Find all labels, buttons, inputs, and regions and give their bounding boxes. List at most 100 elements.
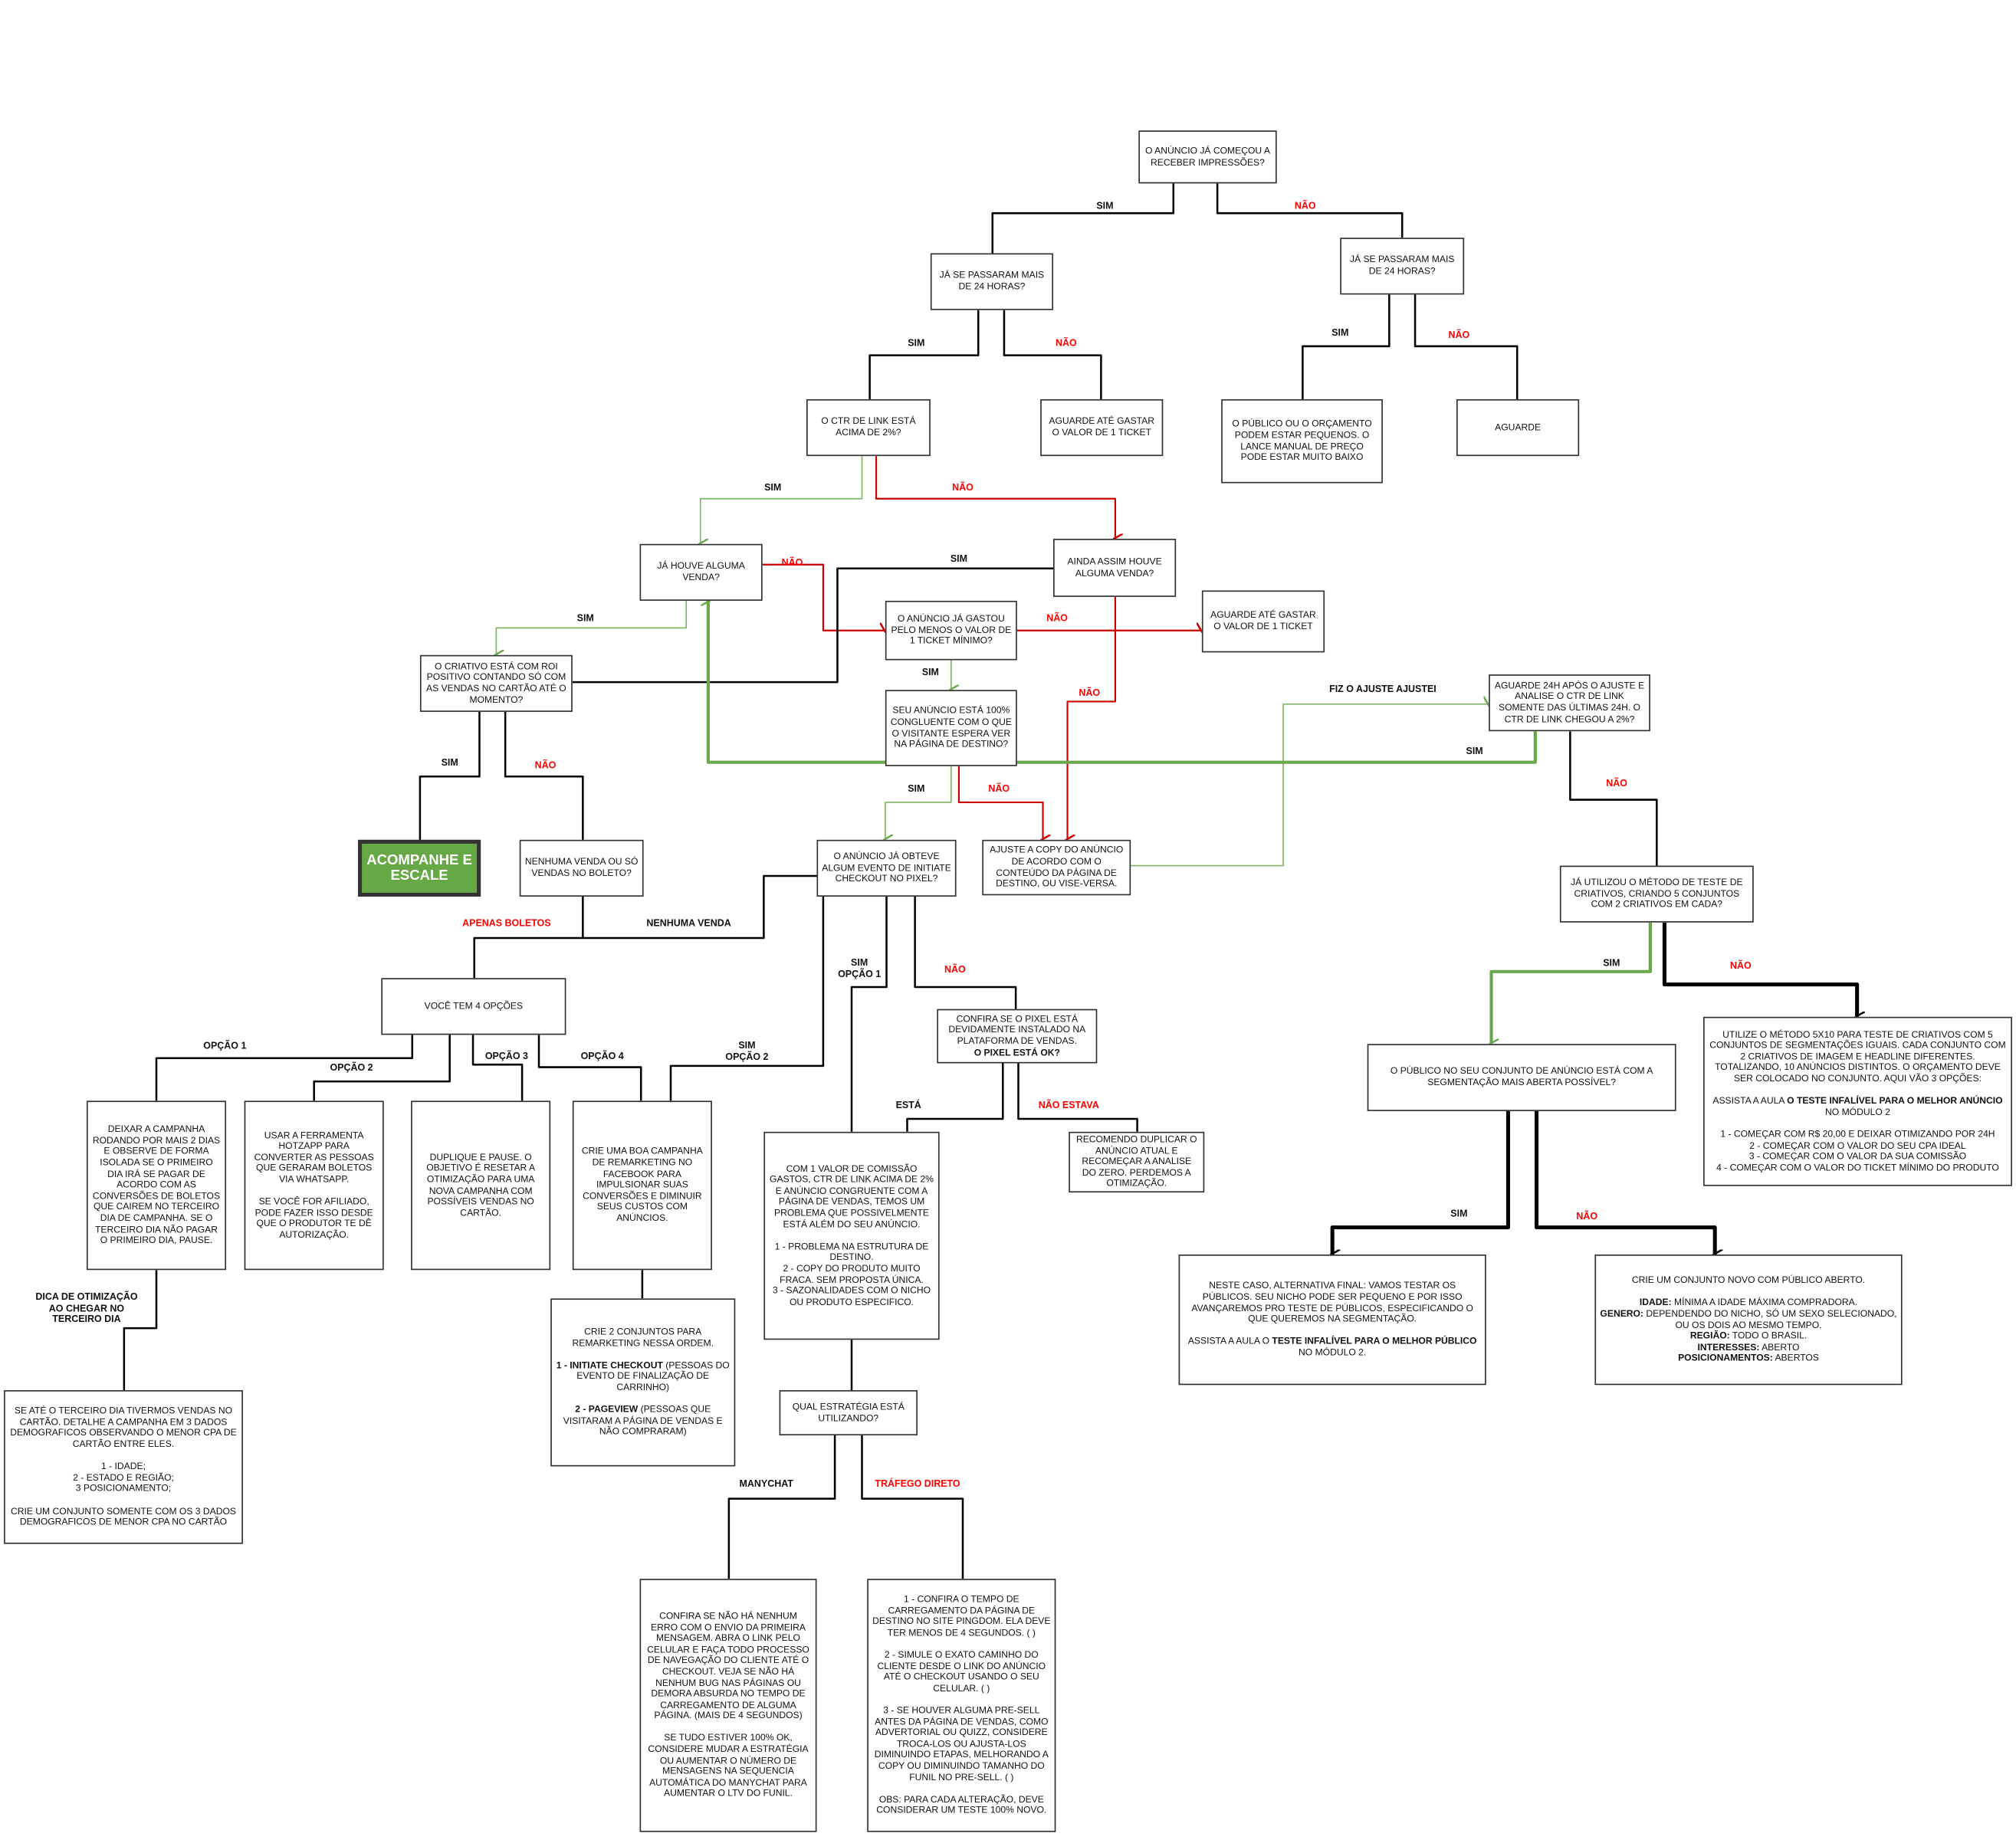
connector-arrow: [1535, 1110, 1716, 1255]
connector-line: [1302, 294, 1391, 399]
edge-label: NÃO: [1576, 1210, 1598, 1222]
node-text: CRIE 2 CONJUNTOS PARA REMARKETING NESSA …: [556, 1325, 730, 1438]
edge-label: SIM: [1096, 199, 1114, 212]
node-text: CRIE UM CONJUNTO NOVO COM PÚBLICO ABERTO…: [1600, 1274, 1897, 1364]
node-q-checkout: O ANÚNCIO JÁ OBTEVE ALGUM EVENTO DE INIT…: [816, 839, 957, 897]
node-q-24h-nao: JÁ SE PASSARAM MAIS DE 24 HORAS?: [1340, 238, 1465, 295]
node-text: COM 1 VALOR DE COMISSÃO GASTOS, CTR DE L…: [770, 1162, 934, 1307]
connector-line: [572, 567, 1054, 684]
node-aguarde-ticket-1: AGUARDE ATÉ GASTAR O VALOR DE 1 TICKET: [1040, 399, 1164, 457]
edge-label: SIM OPÇÃO 2: [725, 1039, 769, 1062]
node-text: CONFIRA SE O PIXEL ESTÁ DEVIDAMENTE INST…: [948, 1012, 1086, 1058]
edge-label: OPÇÃO 3: [484, 1050, 528, 1062]
node-q-gastou: O ANÚNCIO JÁ GASTOU PELO MENOS O VALOR D…: [885, 600, 1017, 661]
node-text: O ANÚNCIO JÁ OBTEVE ALGUM EVENTO DE INIT…: [822, 850, 951, 884]
edge-label: OPÇÃO 4: [580, 1050, 624, 1062]
node-confira-pixel: CONFIRA SE O PIXEL ESTÁ DEVIDAMENTE INST…: [937, 1009, 1098, 1064]
edge-label: APENAS BOLETOS: [462, 917, 551, 929]
connector-arrow: [875, 456, 1115, 539]
node-text: UTILIZE O MÉTODO 5X10 PARA TESTE DE CRIA…: [1709, 1028, 2006, 1173]
edge-label: SIM: [1466, 745, 1483, 757]
connector-line: [471, 1035, 524, 1101]
connector-arrow: [701, 456, 863, 544]
node-text: AJUSTE A COPY DO ANÚNCIO DE ACORDO COM O…: [990, 844, 1124, 890]
connector-line: [1413, 294, 1519, 399]
edge-label: NENHUMA VENDA: [646, 917, 731, 929]
edge-label: NÃO: [944, 963, 966, 976]
node-crie-2-conjuntos: CRIE 2 CONJUNTOS PARA REMARKETING NESSA …: [550, 1298, 736, 1467]
node-opcao-2: USAR A FERRAMENTA HOTZAPP PARA CONVERTER…: [244, 1100, 384, 1271]
node-q-metodo: JÁ UTILIZOU O MÉTODO DE TESTE DE CRIATIV…: [1559, 865, 1754, 923]
node-text: DUPLIQUE E PAUSE. O OBJETIVO É RESETAR A…: [426, 1150, 536, 1218]
edge-label: NÃO: [1606, 777, 1627, 789]
node-opcao-3: DUPLIQUE E PAUSE. O OBJETIVO É RESETAR A…: [411, 1100, 551, 1271]
edge-label: NÃO: [1294, 199, 1316, 212]
connector-line: [313, 1035, 451, 1101]
connector-arrow: [1131, 704, 1489, 867]
edge-label: SIM: [908, 782, 925, 795]
connector-arrow: [762, 563, 885, 631]
node-text: NESTE CASO, ALTERNATIVA FINAL: VAMOS TES…: [1187, 1279, 1477, 1358]
node-q-impressoes: O ANÚNCIO JÁ COMEÇOU A RECEBER IMPRESSÕE…: [1138, 130, 1277, 184]
node-text: O CRIATIVO ESTÁ COM ROI POSITIVO CONTAND…: [426, 660, 566, 705]
node-text: VOCÊ TEM 4 OPÇÕES: [424, 999, 524, 1012]
node-text: JÁ HOUVE ALGUMA VENDA?: [657, 559, 745, 583]
node-q-congruente: SEU ANÚNCIO ESTÁ 100% CONGLUENTE COM O Q…: [885, 690, 1017, 766]
node-q-ainda-venda: AINDA ASSIM HOUVE ALGUMA VENDA?: [1053, 539, 1177, 597]
node-aguarde-24h: AGUARDE 24H APÓS O AJUSTE E ANALISE O CT…: [1489, 674, 1650, 732]
connector-line: [906, 1063, 1004, 1132]
edge-label: OPÇÃO 1: [203, 1039, 247, 1051]
connector-line: [1569, 731, 1658, 866]
node-text: USAR A FERRAMENTA HOTZAPP PARA CONVERTER…: [254, 1128, 374, 1241]
edge-label: SIM: [950, 553, 968, 565]
edge-label: DICA DE OTIMIZAÇÃO AO CHEGAR NO TERCEIRO…: [35, 1291, 138, 1325]
connector-arrow: [708, 601, 1537, 764]
node-opcao-4: CRIE UMA BOA CAMPANHA DE REMARKETING NO …: [572, 1100, 712, 1271]
connector-line: [419, 711, 481, 840]
edge-label: NÃO: [952, 481, 974, 494]
node-aguarde-ticket-2: AGUARDE ATÉ GASTAR O VALOR DE 1 TICKET: [1201, 590, 1325, 653]
edge-label: FIZ O AJUSTE AJUSTEI: [1329, 683, 1436, 695]
connector-line: [155, 1035, 414, 1101]
connector-arrow: [496, 600, 688, 655]
node-text: CONFIRA SE NÃO HÁ NENHUM ERRO COM O ENVI…: [647, 1609, 809, 1799]
node-metodo-5x10: UTILIZE O MÉTODO 5X10 PARA TESTE DE CRIA…: [1703, 1016, 2012, 1186]
connector-arrow: [1332, 1110, 1510, 1255]
node-text: O ANÚNCIO JÁ GASTOU PELO MENOS O VALOR D…: [891, 612, 1012, 647]
node-text: AGUARDE ATÉ GASTAR O VALOR DE 1 TICKET: [1210, 608, 1316, 632]
connector-line: [583, 874, 817, 940]
node-acompanhe: ACOMPANHE E ESCALE: [357, 839, 481, 897]
node-q-ctr: O CTR DE LINK ESTÁ ACIMA DE 2%?: [806, 399, 931, 457]
connector-line: [504, 711, 584, 840]
connector-line: [537, 1035, 642, 1101]
connector-line: [914, 897, 1017, 1009]
connector-arrow: [885, 766, 952, 840]
connector-line: [1003, 310, 1102, 399]
node-publico-pequeno: O PÚBLICO OU O ORÇAMENTO PODEM ESTAR PEQ…: [1221, 399, 1383, 484]
edge-label: NÃO: [1730, 959, 1752, 972]
node-text: RECOMENDO DUPLICAR O ANÚNCIO ATUAL E REC…: [1075, 1133, 1197, 1189]
node-text: CRIE UMA BOA CAMPANHA DE REMARKETING NO …: [581, 1145, 703, 1224]
edge-label: NÃO: [781, 556, 803, 569]
node-text: AGUARDE 24H APÓS O AJUSTE E ANALISE O CT…: [1494, 679, 1645, 725]
connector-arrow: [1492, 922, 1653, 1044]
connector-line: [850, 897, 888, 1132]
edge-label: NÃO: [1046, 612, 1068, 624]
node-q-24h-sim: JÁ SE PASSARAM MAIS DE 24 HORAS?: [930, 253, 1054, 310]
edge-label: SIM: [764, 481, 782, 494]
node-text: SEU ANÚNCIO ESTÁ 100% CONGLUENTE COM O Q…: [890, 704, 1012, 749]
connector-line: [123, 1270, 158, 1391]
node-text: O ANÚNCIO JÁ COMEÇOU A RECEBER IMPRESSÕE…: [1144, 144, 1270, 168]
edge-label: OPÇÃO 2: [330, 1061, 373, 1074]
connector-arrow: [957, 766, 1043, 840]
node-text: JÁ SE PASSARAM MAIS DE 24 HORAS?: [939, 269, 1045, 293]
node-text: QUAL ESTRATÉGIA ESTÁ UTILIZANDO?: [792, 1400, 905, 1424]
edge-label: NÃO: [1448, 329, 1470, 341]
connector-line: [1216, 183, 1404, 238]
node-text: DEIXAR A CAMPANHA RODANDO POR MAIS 2 DIA…: [92, 1123, 221, 1246]
node-ajuste-copy: AJUSTE A COPY DO ANÚNCIO DE ACORDO COM O…: [982, 839, 1131, 896]
node-text: AGUARDE ATÉ GASTAR O VALOR DE 1 TICKET: [1049, 415, 1155, 438]
node-text: JÁ SE PASSARAM MAIS DE 24 HORAS?: [1349, 254, 1455, 277]
